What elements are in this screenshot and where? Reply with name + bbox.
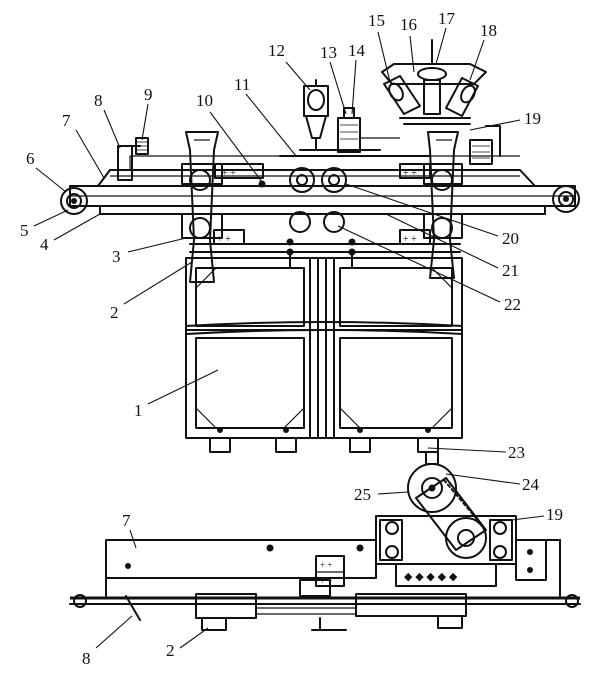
lower-view: + + + + ◆ ◆ ◆ ◆ ◆ bbox=[69, 451, 581, 631]
callout-labels: 1 2 3 4 5 6 7 8 9 10 11 12 13 14 15 16 1… bbox=[20, 9, 563, 668]
callout-3: 3 bbox=[112, 247, 121, 266]
svg-text:+ +: + + bbox=[403, 168, 417, 179]
callout-22: 22 bbox=[504, 295, 521, 314]
end-roller-left bbox=[60, 187, 88, 215]
feet-23 bbox=[209, 427, 439, 453]
column-right bbox=[423, 131, 463, 279]
callout-21: 21 bbox=[502, 261, 519, 280]
callout-7-lower: 7 bbox=[122, 511, 131, 530]
svg-text:+ +: + + bbox=[320, 576, 332, 586]
callout-7: 7 bbox=[62, 111, 71, 130]
part-9 bbox=[135, 137, 149, 155]
pulley-pair-upper bbox=[289, 167, 347, 193]
callout-24: 24 bbox=[522, 475, 540, 494]
callout-17: 17 bbox=[438, 9, 456, 28]
junction-box: + + + + bbox=[315, 555, 345, 587]
callout-19-lower: 19 bbox=[546, 505, 563, 524]
gearbox-19-lower: ◆ ◆ ◆ ◆ ◆ bbox=[375, 515, 517, 587]
callout-12: 12 bbox=[268, 41, 285, 60]
upper-view: + + + + + + + + bbox=[60, 39, 580, 453]
link-arm-24 bbox=[415, 477, 487, 559]
rotary-head bbox=[381, 39, 487, 125]
svg-text:+ +: + + bbox=[403, 234, 417, 245]
bolts-upper bbox=[286, 248, 356, 269]
callout-16: 16 bbox=[400, 15, 417, 34]
callout-4: 4 bbox=[40, 235, 49, 254]
svg-text:+ +: + + bbox=[222, 168, 236, 179]
motor-12 bbox=[303, 79, 329, 151]
svg-text:+ +: + + bbox=[320, 560, 332, 570]
callout-5: 5 bbox=[20, 221, 29, 240]
crank-disc-25 bbox=[407, 451, 457, 513]
frame-plate-7-lower bbox=[105, 539, 561, 597]
cylinder-left bbox=[383, 75, 421, 115]
callout-13: 13 bbox=[320, 43, 337, 62]
callout-2: 2 bbox=[110, 303, 119, 322]
callout-9: 9 bbox=[144, 85, 153, 104]
callout-20: 20 bbox=[502, 229, 519, 248]
callout-25: 25 bbox=[354, 485, 371, 504]
column-left bbox=[181, 131, 223, 283]
callout-2-lower: 2 bbox=[166, 641, 175, 660]
callout-23: 23 bbox=[508, 443, 525, 462]
carriage-plate-upper: + + + + bbox=[214, 163, 431, 188]
callout-8-lower: 8 bbox=[82, 649, 91, 668]
callout-15: 15 bbox=[368, 11, 385, 30]
carriage-plate-lower: + + + + bbox=[189, 211, 461, 253]
callout-14: 14 bbox=[348, 41, 366, 60]
base-rail-lower bbox=[69, 579, 581, 631]
leader-lines bbox=[33, 27, 545, 649]
main-frame-1 bbox=[185, 257, 463, 439]
svg-text:◆ ◆ ◆ ◆ ◆: ◆ ◆ ◆ ◆ ◆ bbox=[404, 571, 458, 583]
gearbox-19-upper bbox=[469, 125, 501, 165]
callout-8: 8 bbox=[94, 91, 103, 110]
callout-18: 18 bbox=[480, 21, 497, 40]
horizontal-beam bbox=[69, 185, 576, 215]
callout-6: 6 bbox=[26, 149, 35, 168]
callout-11: 11 bbox=[234, 75, 250, 94]
svg-text:+ +: + + bbox=[217, 234, 231, 245]
end-roller-right bbox=[552, 185, 580, 213]
cylinder-right bbox=[445, 77, 479, 117]
callout-19: 19 bbox=[524, 109, 541, 128]
callout-1: 1 bbox=[134, 401, 143, 420]
mechanism-13-14 bbox=[279, 107, 431, 157]
callout-10: 10 bbox=[196, 91, 213, 110]
